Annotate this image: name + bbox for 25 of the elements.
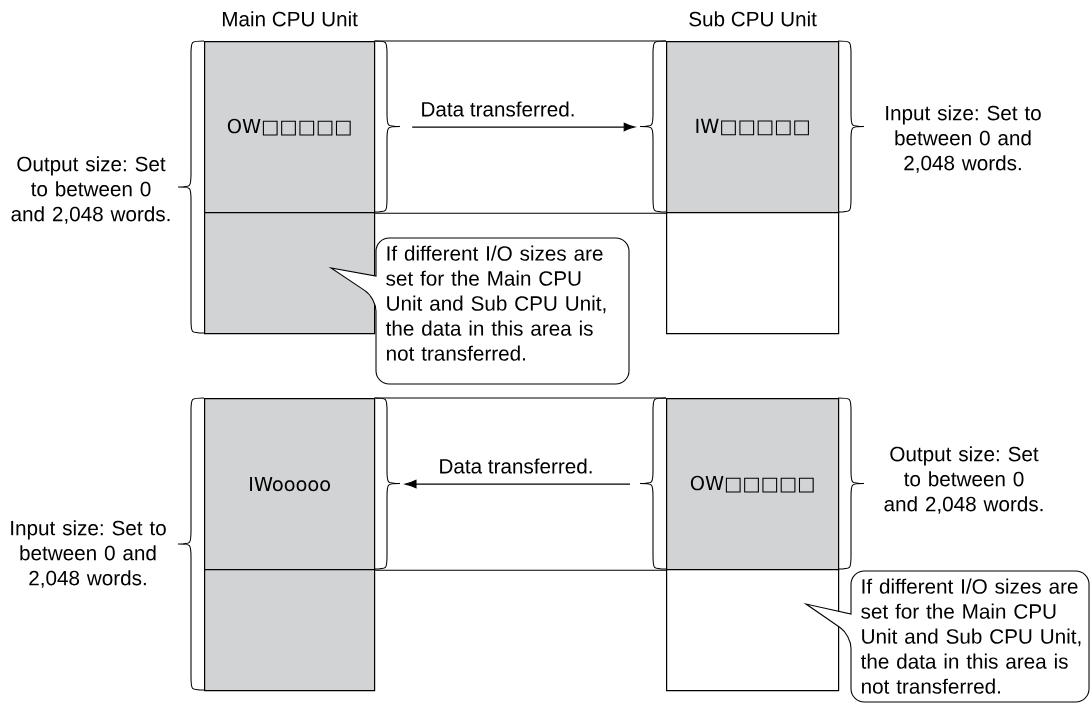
- size-note: Input size: Set to between 0 and 2,048 words.: [886, 105, 1041, 173]
- speech-bubble: If different I/O sizes are set for the Main CPU Unit and Sub CPU Unit, the data in this area is not transferred.: [330, 237, 630, 385]
- arrow: [411, 122, 636, 132]
- memory-block: OW□□□□□: [666, 398, 840, 571]
- memory-block: [666, 212, 840, 335]
- speech-bubble: If different I/O sizes are set for the Main CPU Unit and Sub CPU Unit, the data in this area is not transferred.: [805, 570, 1090, 703]
- memory-block: [204, 569, 376, 692]
- connecting-line: [374, 397, 667, 399]
- connecting-line: [374, 212, 667, 214]
- size-note: Input size: Set to between 0 and 2,048 words.: [11, 520, 166, 588]
- node-label: If different I/O sizes are set for the Main CPU Unit and Sub CPU Unit, the data in this area is not transferred.: [860, 578, 1081, 694]
- memory-block: [204, 212, 376, 335]
- memory-block: IW□□□□□: [666, 41, 840, 214]
- connecting-line: [374, 569, 667, 571]
- memory-block: [666, 569, 840, 692]
- size-note: Output size: Set to between 0 and 2,048 words.: [884, 446, 1043, 514]
- edge-label: Data transferred.: [419, 100, 577, 118]
- unit-title: Main CPU Unit: [222, 11, 358, 27]
- arrow: [405, 479, 631, 489]
- connecting-line: [374, 40, 667, 42]
- memory-block: IWooooo: [204, 398, 376, 571]
- unit-title: Sub CPU Unit: [689, 11, 817, 27]
- memory-block: OW□□□□□: [204, 41, 376, 214]
- size-note: Output size: Set to between 0 and 2,048 words.: [11, 156, 170, 224]
- edge-label: Data transferred.: [437, 457, 595, 475]
